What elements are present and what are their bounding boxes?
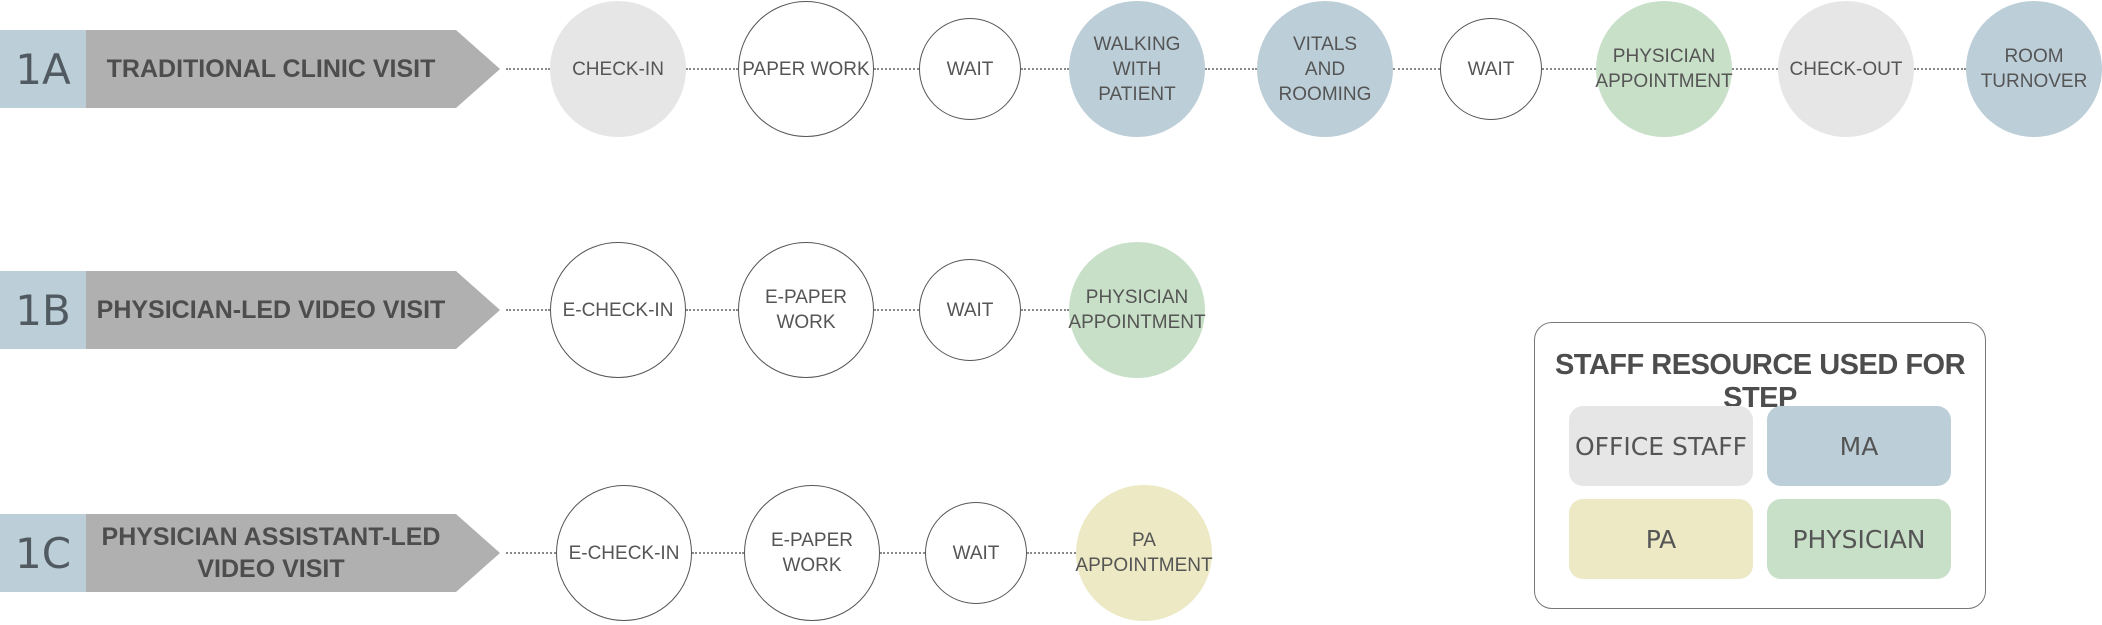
- step-connector: [506, 309, 550, 311]
- process-step: E-CHECK-IN: [550, 242, 686, 378]
- legend-item-office-staff: OFFICE STAFF: [1569, 406, 1753, 486]
- process-step: E-PAPER WORK: [744, 485, 880, 621]
- step-connector: [1021, 68, 1069, 70]
- process-step: WAIT: [919, 259, 1021, 361]
- process-step: E-PAPER WORK: [738, 242, 874, 378]
- step-connector: [1393, 68, 1440, 70]
- process-step: E-CHECK-IN: [556, 485, 692, 621]
- process-step: PHYSICIAN APPOINTMENT: [1068, 242, 1206, 378]
- row-title: PHYSICIAN ASSISTANT-LED VIDEO VISIT: [101, 523, 441, 583]
- row-title-arrow: TRADITIONAL CLINIC VISIT: [86, 30, 500, 108]
- legend-title: STAFF RESOURCE USED FOR STEP: [1554, 349, 1966, 414]
- step-connector: [880, 552, 925, 554]
- process-step: ROOM TURNOVER: [1966, 1, 2102, 137]
- process-step: CHECK-OUT: [1778, 1, 1914, 137]
- step-connector: [874, 68, 919, 70]
- process-step: WAIT: [919, 18, 1021, 120]
- legend-item-pa: PA: [1569, 499, 1753, 579]
- row-title: PHYSICIAN-LED VIDEO VISIT: [96, 296, 446, 324]
- process-step: WAIT: [925, 502, 1027, 604]
- process-step: WALKING WITH PATIENT: [1069, 1, 1205, 137]
- step-connector: [506, 552, 556, 554]
- process-step: PA APPOINTMENT: [1075, 485, 1213, 621]
- process-step: CHECK-IN: [550, 1, 686, 137]
- row-title-arrow: PHYSICIAN-LED VIDEO VISIT: [86, 271, 500, 349]
- row-title-arrow: PHYSICIAN ASSISTANT-LED VIDEO VISIT: [86, 514, 500, 592]
- step-connector: [874, 309, 919, 311]
- step-connector: [686, 68, 738, 70]
- legend-item-physician: PHYSICIAN: [1767, 499, 1951, 579]
- step-connector: [686, 309, 738, 311]
- step-connector: [1914, 68, 1966, 70]
- staff-resource-legend: STAFF RESOURCE USED FOR STEP OFFICE STAF…: [1534, 322, 1986, 609]
- step-connector: [692, 552, 744, 554]
- process-step: PHYSICIAN APPOINTMENT: [1595, 1, 1733, 137]
- step-connector: [1542, 68, 1596, 70]
- process-step: VITALS AND ROOMING: [1257, 1, 1393, 137]
- step-connector: [506, 68, 550, 70]
- row-code: 1C: [0, 514, 86, 592]
- legend-item-ma: MA: [1767, 406, 1951, 486]
- row-code: 1B: [0, 271, 86, 349]
- step-connector: [1027, 552, 1076, 554]
- step-connector: [1021, 309, 1069, 311]
- row-title: TRADITIONAL CLINIC VISIT: [106, 55, 436, 83]
- process-step: PAPER WORK: [738, 1, 874, 137]
- step-connector: [1205, 68, 1257, 70]
- row-code: 1A: [0, 30, 86, 108]
- process-step: WAIT: [1440, 18, 1542, 120]
- step-connector: [1732, 68, 1778, 70]
